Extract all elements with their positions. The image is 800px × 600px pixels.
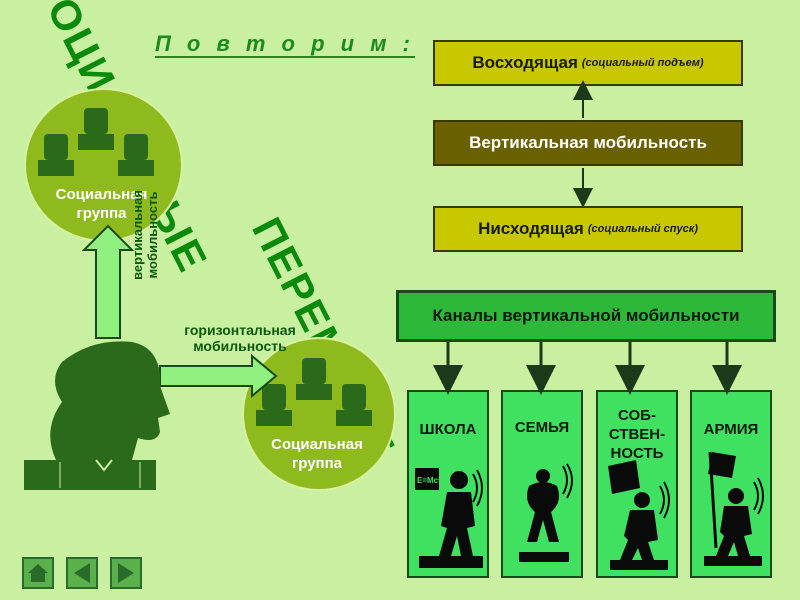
horizontal-mobility-arrow-label: горизонтальная мобильность [170,322,310,354]
people-group-icon [38,108,154,176]
formula-sign: E=Mc² [417,476,441,485]
horizontal-label-line1: горизонтальная [184,322,296,338]
next-button[interactable] [110,557,142,589]
channel-army: АРМИЯ [690,390,772,578]
page-heading: П о в т о р и м : [155,31,415,58]
channel-family-label: СЕМЬЯ [514,419,570,436]
channel-family: СЕМЬЯ [501,390,583,578]
vertical-label-line2: мобильность [145,191,160,279]
channel-property: СОБ- СТВЕН- НОСТЬ [596,390,678,578]
people-group-icon [256,358,372,426]
horizontal-label-line2: мобильность [193,338,287,354]
horizontal-arrow [159,353,278,399]
flag-carrier-icon [608,460,670,570]
vertical-mobility-arrow-label: вертикальная мобильность [130,170,160,300]
ascending-note: (социальный подъем) [581,57,704,69]
previous-icon [74,563,90,583]
home-button[interactable] [22,557,54,589]
left-figures [24,224,278,490]
soldier-flag-icon [704,451,764,566]
group-label-line1: Социальная [55,186,148,203]
vertical-arrow [81,224,135,339]
social-group-label-bottom: Социальная группа [242,435,392,473]
social-group-label-top: Социальная группа [24,185,179,223]
group-label-line1: Социальная [271,436,363,453]
home-icon [28,564,48,582]
previous-button[interactable] [66,557,98,589]
family-figure-icon [519,463,573,562]
vertical-label-line1: вертикальная [130,190,145,280]
vertical-mobility-label: Вертикальная мобильность [469,133,707,152]
next-icon [118,563,134,583]
descending-label: Нисходящая [478,219,584,238]
ascending-label: Восходящая [472,53,578,72]
group-label-line2: группа [76,205,127,222]
channel-school-label: ШКОЛА [419,421,477,438]
person-silhouette-icon [50,341,171,460]
descending-note: (социальный спуск) [587,223,698,235]
channels-title: Каналы вертикальной мобильности [432,306,740,325]
channel-property-label: СОБ- СТВЕН- НОСТЬ [608,407,666,462]
channel-army-label: АРМИЯ [703,421,759,438]
group-label-line2: группа [291,455,343,472]
ascending-box: Восходящая (социальный подъем) [433,40,743,86]
channels-title-box: Каналы вертикальной мобильности [396,290,776,342]
student-figure-icon: E=Mc² [415,468,483,568]
vertical-mobility-box: Вертикальная мобильность [433,120,743,166]
channel-school: ШКОЛА E=Mc² [407,390,489,578]
